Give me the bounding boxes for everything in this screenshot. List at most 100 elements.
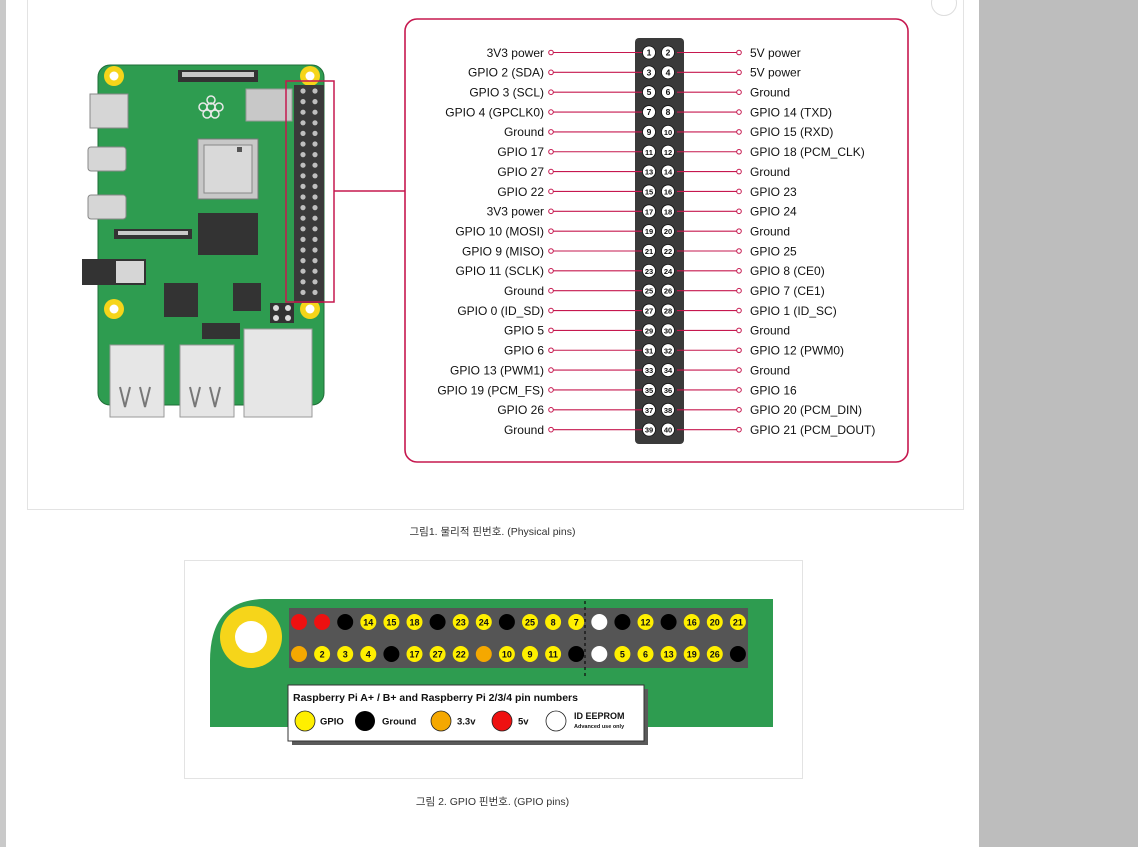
pin-label-left: GPIO 13 (PWM1) [450,363,544,377]
board-header-pin [300,109,306,115]
pin-label-right: Ground [750,324,790,338]
pin-connector-dot [736,268,742,274]
pin-number: 18 [664,207,672,216]
pin-number-badge [642,105,656,119]
gpio-pin-number: 15 [386,617,396,627]
board-header-pin [312,183,318,189]
gpio-pin-number: 16 [687,617,697,627]
pin-number-badge [661,303,675,318]
pin-label-left: GPIO 26 [497,403,544,417]
legend-id-sublabel: Advanced use only [574,724,625,730]
pin-number-badge [661,184,675,199]
pin-connector-dot [548,208,554,215]
pin-number-badge [642,124,656,139]
pin-number-badge [661,283,675,298]
board-header-pin [312,258,318,264]
pin-connector-dot [736,168,742,175]
pin-connector-dot [548,387,554,393]
board-header-pin [312,162,318,168]
legend-5v-swatch [491,710,513,732]
pin-number: 3 [647,67,652,77]
pin-legend: Raspberry Pi A+ / B+ and Raspberry Pi 2/… [287,684,648,745]
board-header-pin [312,226,318,232]
board-header-pin [312,109,318,115]
board-header-pin [300,120,306,126]
pin-connector-dot [736,387,742,393]
pin-number-badge [661,224,675,239]
pin-number-badge [642,224,656,239]
board-header-pin [312,141,318,147]
pin-number: 31 [645,346,653,355]
pin-connector-dot [736,208,742,215]
pin-number-badge [642,283,656,298]
gpio-pin-number: 6 [643,649,648,659]
pin-connector-dot [736,248,742,254]
pin-label-left: GPIO 5 [504,324,544,338]
board-header-pin [312,268,318,274]
pin-number-badge [642,343,656,358]
pin-label-left: GPIO 3 (SCL) [469,86,544,100]
pin-number-badge [661,402,675,417]
pin-number-badge [661,363,675,378]
gpio-pin-gpio [360,646,377,662]
pin-number: 8 [666,107,671,117]
pin-number: 5 [647,87,652,97]
pin-number-badge [661,45,675,60]
pin-number: 27 [645,307,653,316]
pin-number: 33 [645,366,653,375]
pin-number-badge [642,402,656,417]
board-header-pin [300,258,306,264]
pin-label-left: GPIO 9 (MISO) [462,244,544,258]
pin-label-left: GPIO 2 (SDA) [468,66,544,80]
pin-label-left: 3V3 power [487,205,544,219]
board-header-pin [300,183,306,189]
board-header-pin [300,194,306,200]
gpio-pin-gnd [614,614,631,630]
gpio-pin-number: 2 [320,649,325,659]
gpio-pin-number: 26 [710,649,720,659]
board-header-pin [300,226,306,232]
pin-number-badge [661,85,675,100]
gpio-pin-gpio [522,614,538,630]
pin-number-badge [642,422,656,437]
pin-label-left: GPIO 22 [497,185,544,199]
pin-number-badge [642,45,656,60]
pin-number-badge [642,144,656,159]
pin-connector-dot [548,367,554,373]
gpio-pin-gnd [337,614,354,630]
gpio-pin-number: 23 [456,617,466,627]
board-header-pin [312,130,318,136]
pin-connector-dot [548,228,554,234]
gpio-pin-gpio [406,646,423,662]
gpio-pin-5v [314,614,331,630]
board-header-pin [300,130,306,136]
gpio-pin-gpio [637,614,654,630]
gpio-pin-gpio [568,614,585,630]
pin-label-right: GPIO 24 [750,205,797,219]
raspberry-pi-board [82,64,405,418]
board-header-pin [312,99,318,105]
pin-number: 21 [645,247,653,256]
pin-number: 22 [664,247,672,256]
pin-number: 29 [645,326,653,335]
gpio-pin-number: 19 [687,649,697,659]
raspberry-logo-icon [198,95,224,119]
gpio-pin-gpio [406,614,423,630]
pin-number: 7 [647,107,652,117]
pin-number: 10 [664,128,672,137]
board-header-pin [312,236,318,242]
pin-number: 39 [645,426,653,435]
board-header-pin [300,152,306,158]
gpio-pin-gnd [660,614,677,630]
gpio-pin-gpio [452,614,469,630]
pin-number: 24 [664,267,673,276]
pin-label-right: GPIO 14 (TXD) [750,105,832,119]
